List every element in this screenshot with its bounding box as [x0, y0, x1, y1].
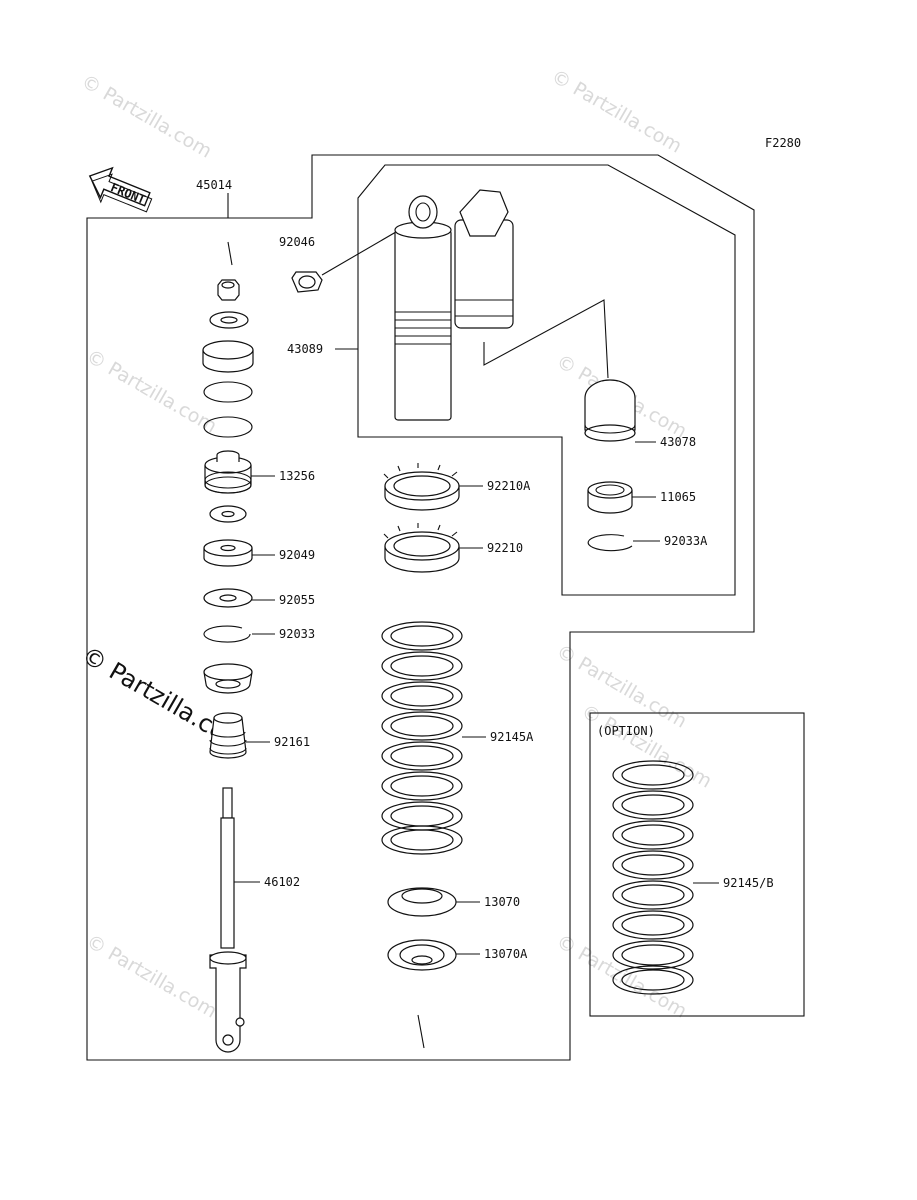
part-92145B: [612, 760, 694, 995]
part-43089: [394, 189, 514, 421]
o-ring-1: [203, 381, 253, 403]
watermark: © Partzilla.com: [83, 930, 221, 1022]
part-13070: [387, 887, 457, 917]
option-label: (OPTION): [597, 724, 655, 738]
label-92145A: 92145A: [490, 730, 534, 744]
label-92033: 92033: [279, 627, 315, 641]
label-92161: 92161: [274, 735, 310, 749]
label-45014: 45014: [196, 178, 232, 192]
o-ring-2: [203, 416, 253, 438]
part-92049: [203, 539, 253, 567]
watermark: © Partzilla.com: [78, 70, 216, 162]
diagram-code: F2280: [765, 136, 801, 150]
label-43078: 43078: [660, 435, 696, 449]
part-11065: [587, 481, 633, 514]
part-92161: [209, 712, 247, 759]
part-92033A: [587, 534, 633, 552]
label-11065: 11065: [660, 490, 696, 504]
label-92046: 92046: [279, 235, 315, 249]
label-13256: 13256: [279, 469, 315, 483]
collar: [202, 340, 254, 373]
part-92046: [291, 271, 323, 293]
label-92055: 92055: [279, 593, 315, 607]
part-92210: [383, 523, 460, 573]
label-46102: 46102: [264, 875, 300, 889]
label-92210: 92210: [487, 541, 523, 555]
part-46102: [209, 787, 247, 1053]
watermark: © Partzilla.com: [548, 65, 686, 157]
part-13256: [204, 450, 252, 494]
rebound-cup: [203, 663, 253, 694]
label-92145B: 92145/B: [723, 876, 774, 890]
assembly-outline: [86, 154, 755, 1061]
label-13070A: 13070A: [484, 947, 528, 961]
label-43089: 43089: [287, 342, 323, 356]
watermark: © Partzilla.com: [83, 345, 221, 437]
shock-body-outline: [357, 164, 736, 596]
label-92033A: 92033A: [664, 534, 708, 548]
watermark: © Partzilla.com: [578, 700, 716, 792]
part-43078: [584, 379, 636, 442]
part-13070A: [387, 939, 457, 971]
part-92145A: [381, 621, 463, 855]
front-arrow: FRONT: [88, 166, 153, 213]
nut: [217, 279, 240, 301]
washer-top: [209, 311, 249, 329]
watermark: © Partzilla.com: [553, 930, 691, 1022]
part-92210A: [383, 463, 460, 511]
label-92210A: 92210A: [487, 479, 531, 493]
washer-mid: [209, 505, 247, 523]
option-box: [589, 712, 805, 1017]
part-92033: [203, 625, 251, 643]
label-13070: 13070: [484, 895, 520, 909]
label-92049: 92049: [279, 548, 315, 562]
part-92055: [203, 588, 253, 608]
